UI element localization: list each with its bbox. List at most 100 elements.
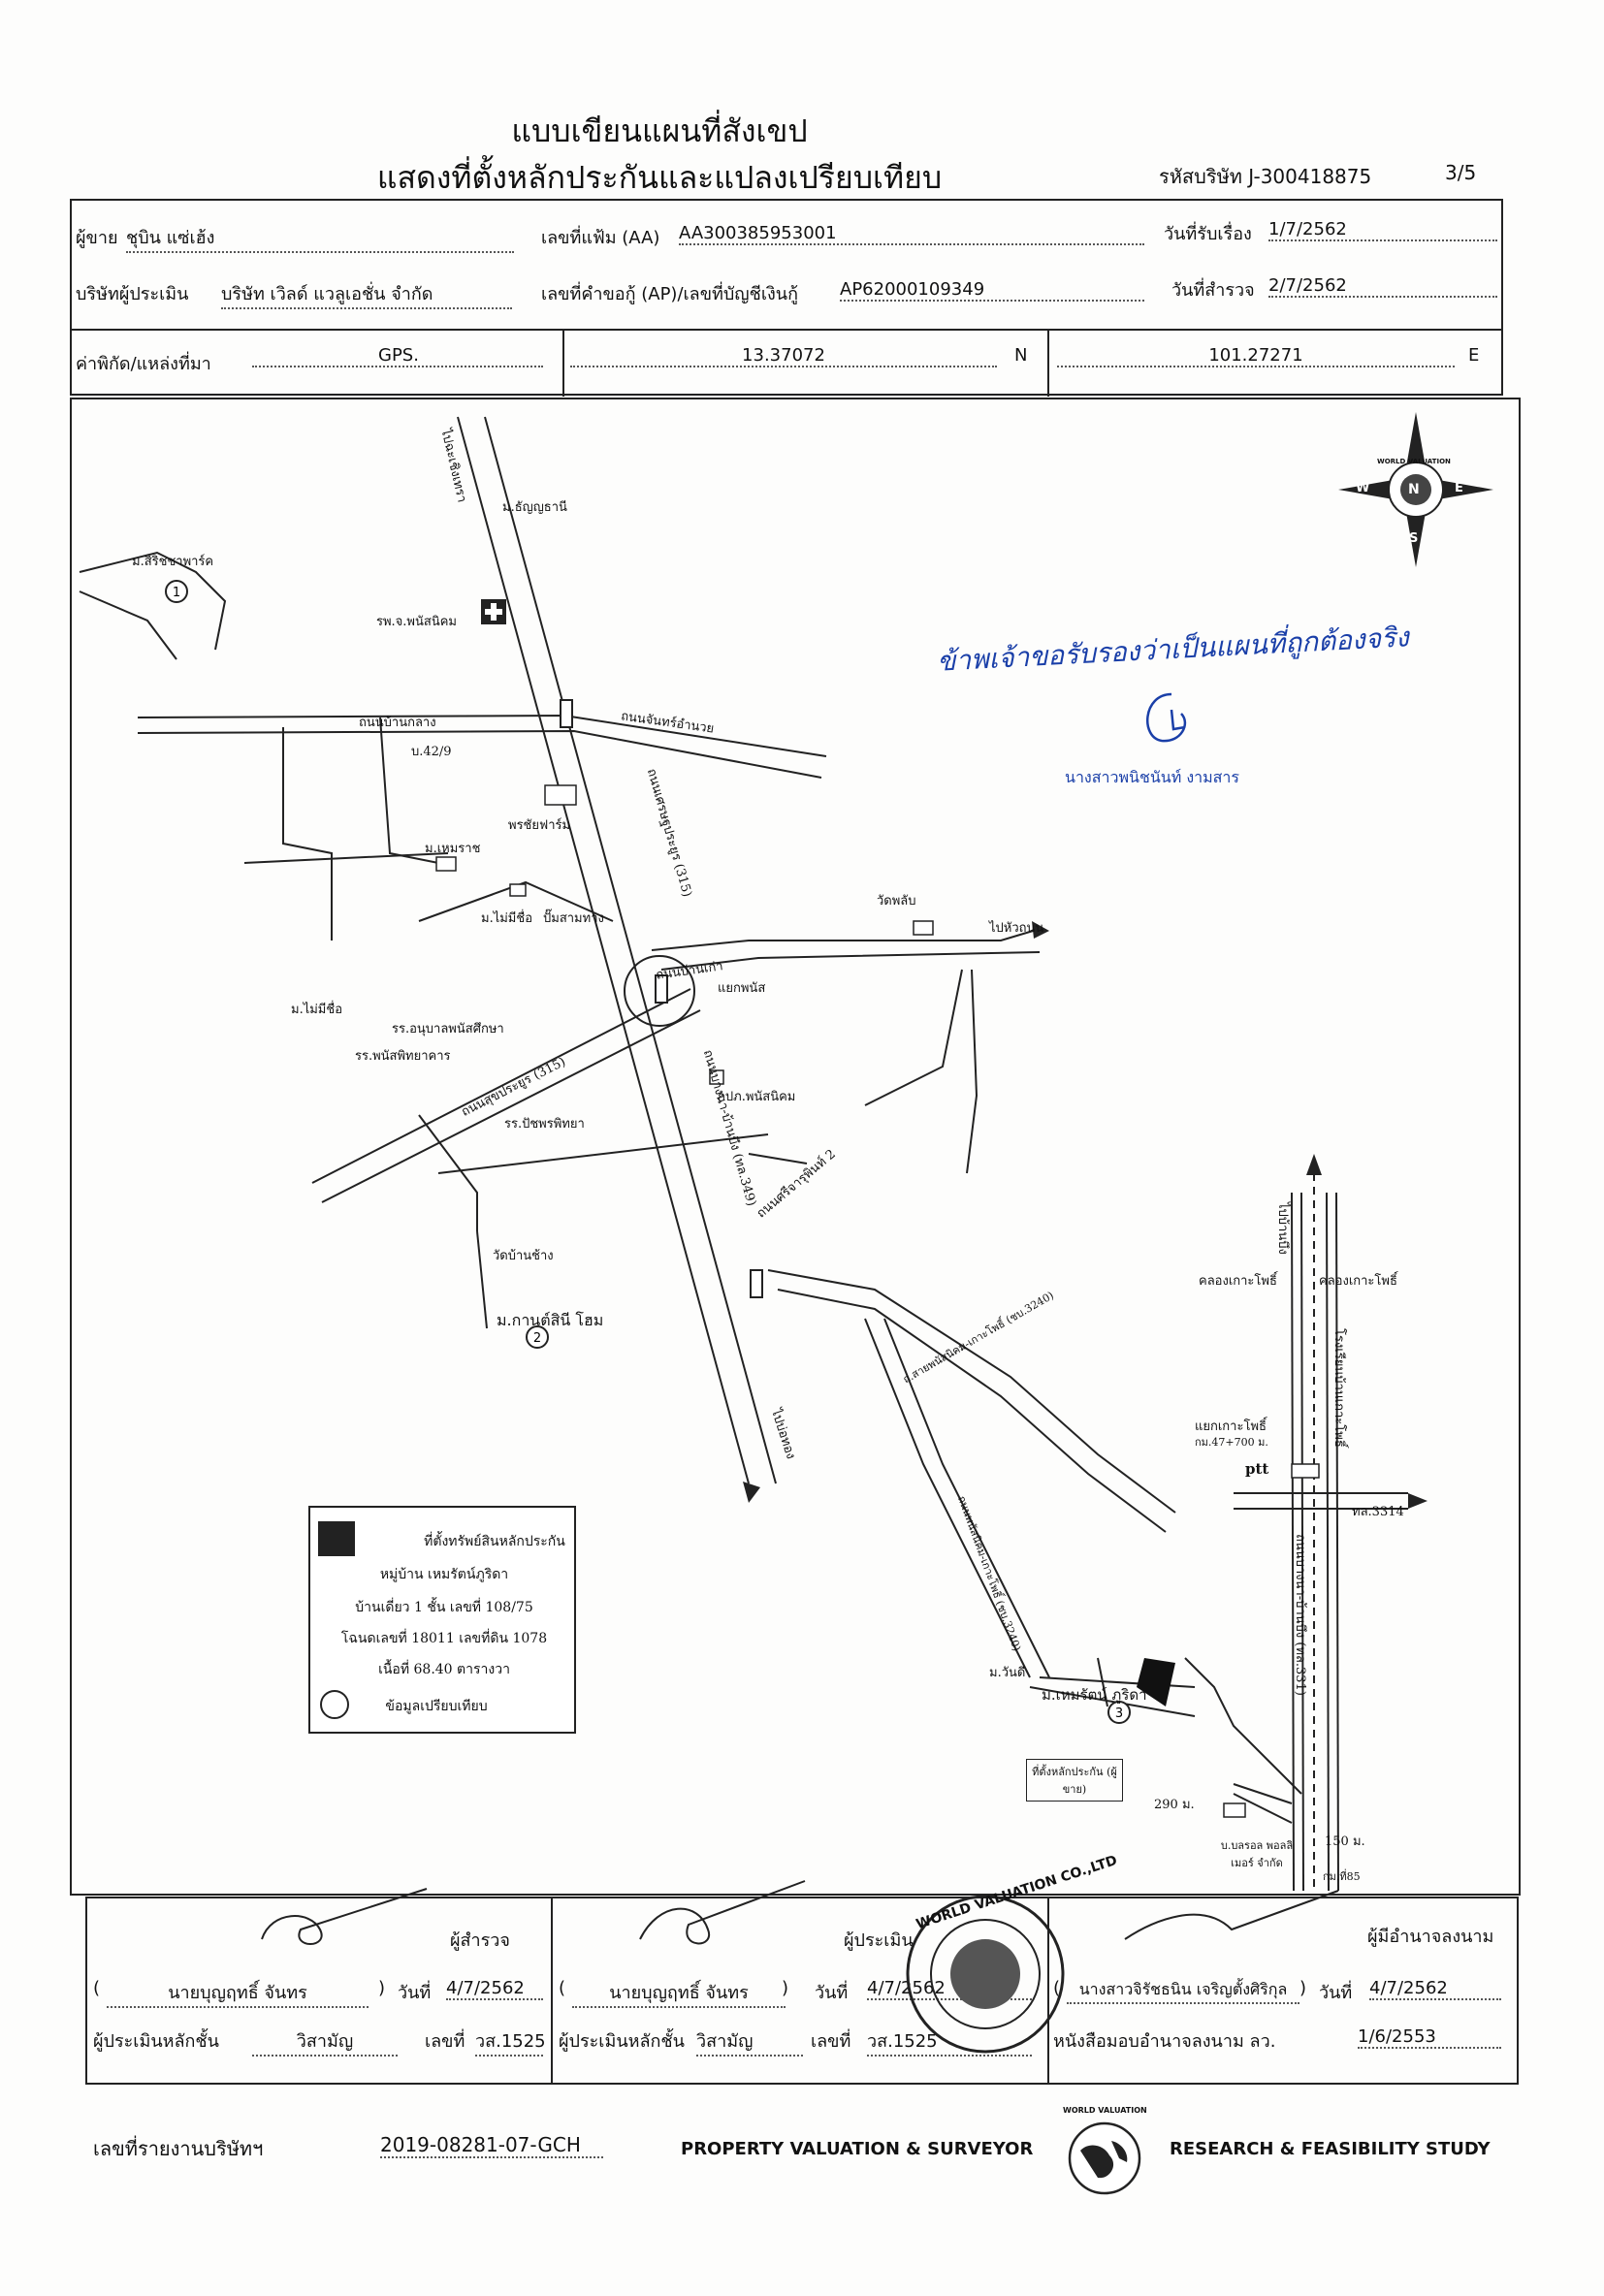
road-highway-331 xyxy=(1326,1192,1330,1892)
label-khlong-ko-pho-right: คลองเกาะโพธิ์ xyxy=(1319,1274,1397,1289)
road-minor xyxy=(79,551,227,651)
label-hemaraj: ม.เหมราช xyxy=(425,842,481,856)
page-number: 3/5 xyxy=(1445,161,1477,184)
request-no-value: AP62000109349 xyxy=(840,279,1144,302)
appraiser-role-label: ผู้ประเมินหลักชั้น xyxy=(559,2031,685,2052)
label-wandee: ม.วันดี xyxy=(989,1666,1026,1680)
road-ban-klang-edge xyxy=(137,729,822,779)
appraiser-co-value: บริษัท เวิลด์ แวลูเอชั่น จำกัด xyxy=(221,279,512,309)
compass-ring-text: WORLD VALUATION xyxy=(1377,458,1451,465)
label-ko-pho-school: โรงเรียนบ้านเกาะโพธิ์ xyxy=(1331,1328,1346,1448)
label-dist-150: 150 ม. xyxy=(1325,1834,1365,1849)
appraiser-co-label: บริษัทผู้ประเมิน xyxy=(76,284,189,304)
road-minor xyxy=(418,880,614,922)
map-frame xyxy=(70,398,1521,1896)
label-kindergarten: รร.อนุบาลพนัสศึกษา xyxy=(392,1022,504,1036)
received-label: วันที่รับเรื่อง xyxy=(1164,224,1252,244)
footer-left-tag: PROPERTY VALUATION & SURVEYOR xyxy=(681,2139,1034,2159)
longitude-dir: E xyxy=(1468,345,1480,366)
road-ko-pho-edge xyxy=(777,1289,1167,1533)
hospital-icon xyxy=(481,599,506,624)
authorized-date: 4/7/2562 xyxy=(1369,1978,1501,2000)
label-patchara-school: รร.ปัชพรพิทยา xyxy=(504,1117,585,1132)
appraiser-role: วิสามัญ xyxy=(696,2026,803,2057)
file-no-label: เลขที่แฟ้ม (AA) xyxy=(541,228,660,248)
road-minor xyxy=(379,717,439,864)
road-village-lane xyxy=(1029,1686,1196,1717)
road-highway-331 xyxy=(1335,1192,1339,1892)
letter-date: 1/6/2553 xyxy=(1358,2026,1501,2049)
label-khlong-ko-pho-left: คลองเกาะโพธิ์ xyxy=(1199,1274,1277,1289)
survey-label: วันที่สำรวจ xyxy=(1171,280,1255,301)
label-kanthasini: ม.กานต์สินี โฮม xyxy=(497,1311,604,1329)
appraiser-open-paren: ( xyxy=(559,1978,566,1998)
road-village-edge xyxy=(883,1318,1050,1678)
location-map: 1 2 3 xyxy=(79,412,1493,1892)
marker-2-number: 2 xyxy=(533,1331,541,1346)
appraiser-close-paren: ) xyxy=(782,1978,789,1998)
appraiser-name: นายบุญฤทธิ์ จันทร xyxy=(572,1978,786,2008)
comparable-marker-3 xyxy=(1107,1701,1131,1724)
compass-n: N xyxy=(1408,482,1420,497)
label-hemarat-phurida: ม.เหมรัตน์ ภูริดา xyxy=(1042,1686,1147,1704)
intersection-circle xyxy=(624,955,695,1027)
legend-line-1: ที่ตั้งทรัพย์สินหลักประกัน xyxy=(424,1534,565,1549)
title-line-2: แสดงที่ตั้งหลักประกันและแปลงเปรียบเทียบ xyxy=(376,159,943,196)
appraiser-signature xyxy=(639,1880,806,1945)
farm-building-icon xyxy=(544,784,577,806)
legend-collateral-swatch xyxy=(318,1521,355,1556)
label-phrachat-farm: พรชัยฟาร์ม xyxy=(508,818,571,833)
road-minor xyxy=(864,969,963,1106)
road-highway-331 xyxy=(1291,1192,1295,1892)
report-no-label: เลขที่รายงานบริษัทฯ xyxy=(93,2137,264,2160)
road-minor xyxy=(966,969,978,1174)
road-sukprayoon-edge xyxy=(321,1009,701,1203)
arrow-south xyxy=(743,1482,760,1503)
road-ko-pho xyxy=(767,1269,1176,1514)
legend-line-5: เนื้อที่ 68.40 ตารางวา xyxy=(378,1662,510,1677)
road-minor xyxy=(79,590,177,660)
surveyor-date: 4/7/2562 xyxy=(446,1978,543,2000)
label-km-85: กม.ที่85 xyxy=(1323,1870,1361,1883)
road-ban-kao-edge xyxy=(660,951,1041,971)
logo-text: WORLD VALUATION xyxy=(1063,2106,1147,2115)
divider xyxy=(562,329,564,397)
gas-station-icon xyxy=(1291,1463,1320,1479)
coord-source: GPS. xyxy=(252,345,543,367)
request-no-label: เลขที่คำขอกู้ (AP)/เลขที่บัญชีเงินกู้ xyxy=(541,284,798,304)
surveyor-close-paren: ) xyxy=(378,1978,386,1998)
label-hospital: รพ.จ.พนัสนิคม xyxy=(376,615,457,629)
collateral-parcel xyxy=(1137,1658,1175,1706)
valuer-no: วส.1525 xyxy=(475,2026,546,2057)
label-dist-290: 290 ม. xyxy=(1154,1798,1195,1812)
road-minor xyxy=(437,1133,769,1174)
label-rd-bangna-bueng-right: ถนนบางนา-บ้านบึง (ทล.331) xyxy=(1293,1534,1307,1696)
label-gas-station: ปั๊มสามทาง xyxy=(543,911,604,926)
road-village-lane xyxy=(1097,1657,1108,1707)
building-icon xyxy=(709,1069,724,1085)
marker-3-number: 3 xyxy=(1115,1706,1123,1721)
arrow-east xyxy=(1408,1493,1428,1509)
compass-w: W xyxy=(1356,481,1370,495)
road-minor xyxy=(243,852,449,864)
label-yaek-phanat: แยกพนัส xyxy=(718,981,766,996)
appraiser-date: 4/7/2562 xyxy=(867,1978,1032,2000)
house-icon xyxy=(435,856,457,872)
footer-right-tag: RESEARCH & FEASIBILITY STUDY xyxy=(1170,2139,1491,2159)
company-code-label: รหัสบริษัท xyxy=(1159,165,1242,188)
signature-table xyxy=(85,1897,1519,2085)
road-ban-klang xyxy=(137,714,827,757)
legend-line-2: หมู่บ้าน เหมรัตน์ภูริดา xyxy=(379,1567,509,1582)
label-collateral: ที่ตั้งหลักประกัน (ผู้ขาย) xyxy=(1026,1759,1123,1802)
label-to-hua-thanon: ไปหัวถนน xyxy=(989,921,1044,936)
divider xyxy=(1047,1897,1049,2085)
surveyor-open-paren: ( xyxy=(93,1978,101,1998)
authorized-open-paren: ( xyxy=(1053,1978,1061,1998)
legend-comparable-icon xyxy=(320,1690,349,1719)
coord-label: ค่าพิกัด/แหล่งที่มา xyxy=(76,354,211,374)
file-no-value: AA300385953001 xyxy=(679,223,1144,245)
divider xyxy=(70,329,1503,331)
label-to-ban-bueng: ไปบ้านบึง xyxy=(1275,1202,1290,1255)
latitude: 13.37072 xyxy=(570,345,997,367)
valuer-role: วิสามัญ xyxy=(252,2026,398,2057)
